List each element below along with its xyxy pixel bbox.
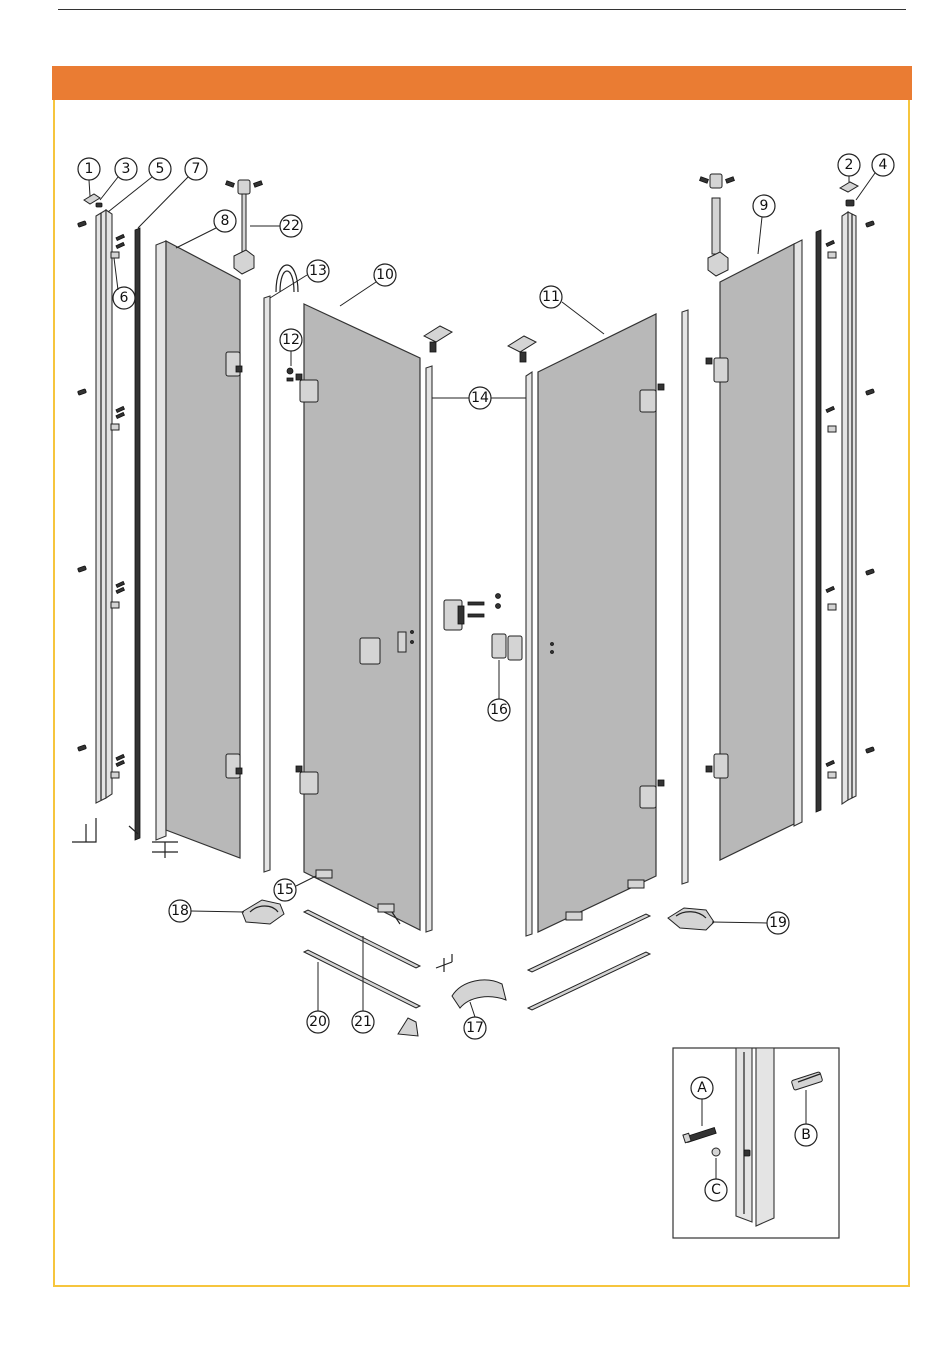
callout-6: 6 [113,287,135,309]
callout-17: 17 [464,1017,486,1039]
left-wall-profile [96,210,112,803]
callout-2: 2 [838,154,860,176]
callout-21: 21 [352,1011,374,1033]
svg-text:13: 13 [309,263,327,279]
left-top-cap [84,194,102,207]
svg-text:12: 12 [282,332,300,348]
right-top-cap [840,182,858,206]
center-bottom-corner-piece [452,980,506,1008]
left-door-seal [264,265,298,872]
svg-text:B: B [801,1127,811,1143]
svg-text:3: 3 [122,161,131,177]
svg-text:9: 9 [760,198,769,214]
right-door-seal [682,310,688,884]
left-bottom-guide-rail [304,910,420,1008]
callout-14: 14 [469,387,491,409]
right-top-connector [508,336,536,362]
left-door-edge-profile [426,366,432,932]
left-bottom-corner-piece [242,900,284,924]
left-rail-end-clip [436,954,452,972]
left-seal-strip [129,228,140,840]
callout-8: 8 [214,210,236,232]
left-rail-end-foot [398,1018,418,1036]
right-bottom-corner-piece [668,908,714,930]
callout-16: 16 [488,699,510,721]
callout-9: 9 [753,195,775,217]
fastener-detail-inset: A B C [673,1048,839,1238]
right-door-panel [538,314,664,932]
left-fixed-panel [156,241,242,858]
callout-20: 20 [307,1011,329,1033]
callout-22: 22 [280,215,302,237]
svg-text:20: 20 [309,1014,327,1030]
svg-text:14: 14 [471,390,489,406]
svg-text:C: C [711,1182,721,1198]
inset-callout-c: C [705,1179,727,1201]
svg-text:A: A [697,1080,707,1096]
callout-10: 10 [374,264,396,286]
right-seal-strip [816,230,821,812]
svg-text:11: 11 [542,289,560,305]
svg-text:15: 15 [276,882,294,898]
callout-15: 15 [274,879,296,901]
svg-text:16: 16 [490,702,508,718]
callout-3: 3 [115,158,137,180]
svg-text:19: 19 [769,915,787,931]
svg-text:18: 18 [171,903,189,919]
callout-5: 5 [149,158,171,180]
left-top-connector [424,326,452,352]
right-wall-profile [842,212,856,804]
svg-text:5: 5 [156,161,165,177]
svg-text:22: 22 [282,218,300,234]
right-fixed-panel [706,240,802,860]
hinge-pin [287,368,293,381]
svg-text:8: 8 [221,213,230,229]
callout-12: 12 [280,329,302,351]
callout-18: 18 [169,900,191,922]
svg-text:4: 4 [879,157,888,173]
callout-19: 19 [767,912,789,934]
right-door-edge-profile [526,372,532,936]
callout-13: 13 [307,260,329,282]
svg-text:6: 6 [120,290,129,306]
svg-text:10: 10 [376,267,394,283]
svg-text:21: 21 [354,1014,372,1030]
callout-4: 4 [872,154,894,176]
right-stabilizer-bar [700,174,735,276]
svg-text:1: 1 [85,161,94,177]
callout-1: 1 [78,158,100,180]
callout-11: 11 [540,286,562,308]
svg-text:7: 7 [192,161,201,177]
inset-callout-a: A [691,1077,713,1099]
center-handle-set [444,594,522,661]
left-door-panel [296,304,420,930]
callout-7: 7 [185,158,207,180]
svg-text:2: 2 [845,157,854,173]
inset-callout-b: B [795,1124,817,1146]
svg-text:17: 17 [466,1020,484,1036]
